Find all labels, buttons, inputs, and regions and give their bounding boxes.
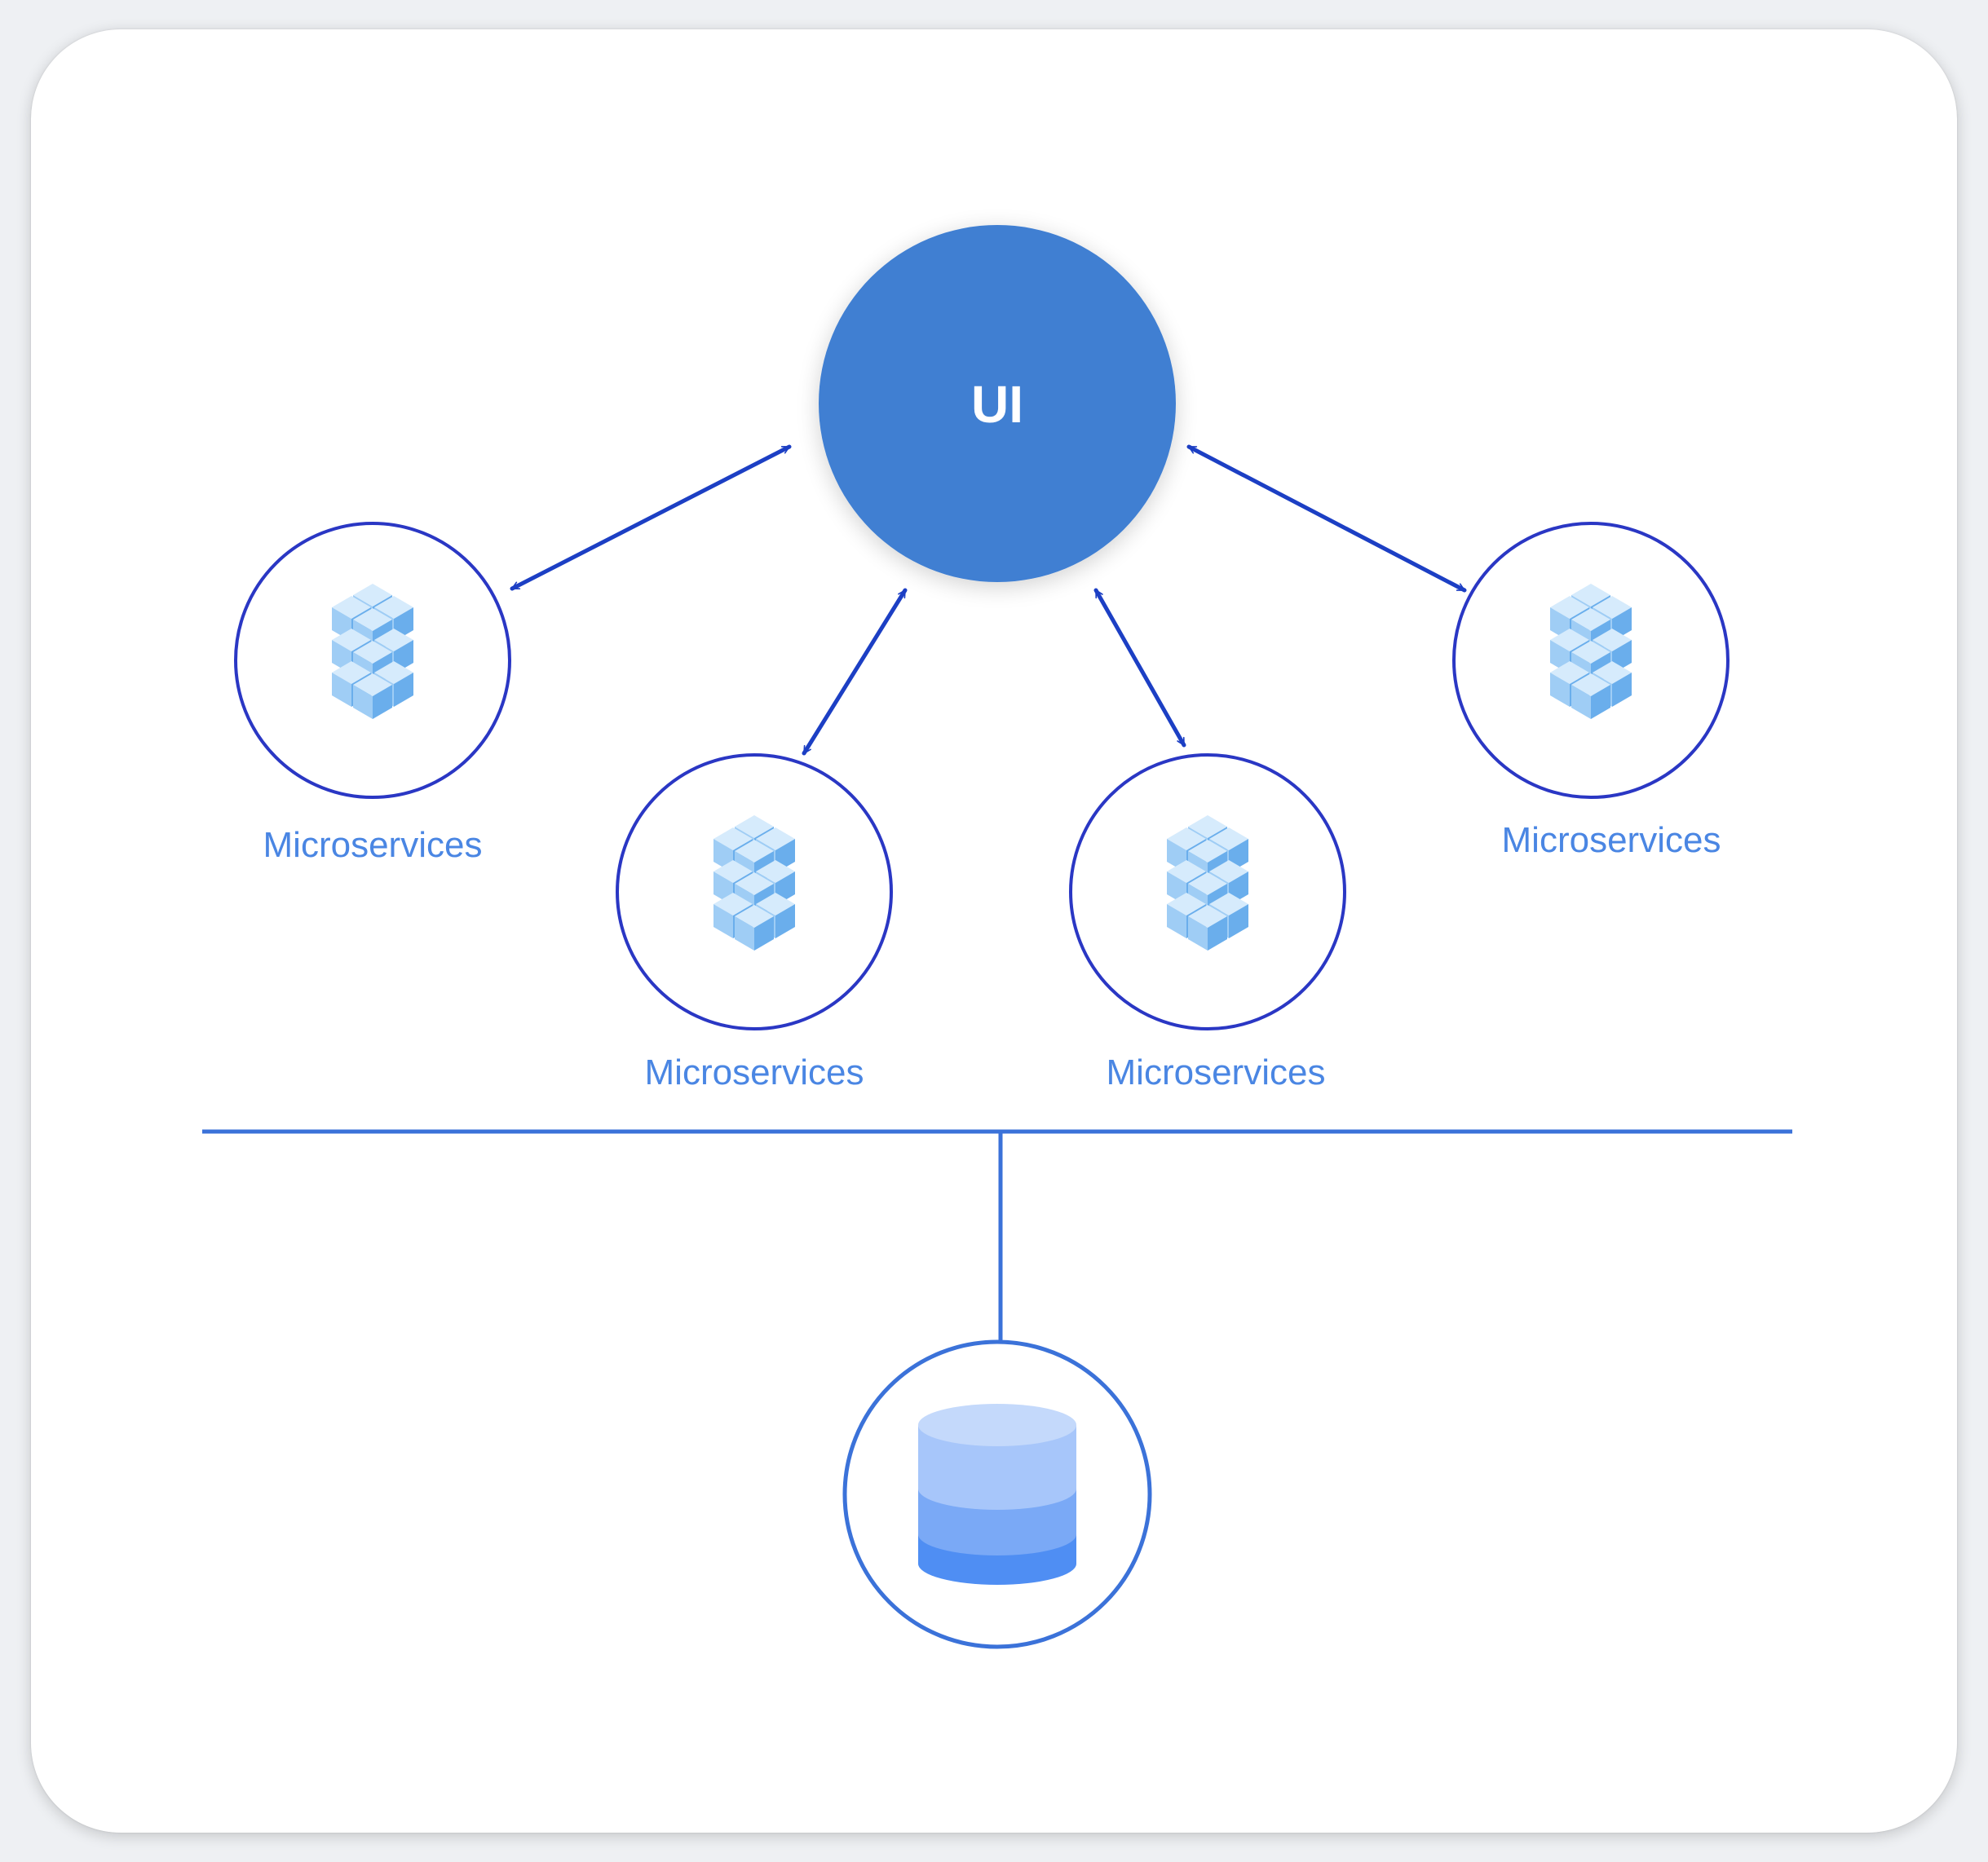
arrow-ui-service-1 [510,444,792,591]
service-node-3: Microservices [1069,753,1346,1092]
service-node-1: Microservices [234,522,511,865]
arrow-ui-service-2 [802,588,908,756]
cube-stack-icon [1167,815,1248,951]
service-node-2: Microservices [616,753,893,1092]
cube-stack-icon [1550,584,1632,719]
database-node [842,1339,1152,1649]
service-label-3: Microservices [1107,1052,1326,1092]
connector-arrows [510,444,1467,756]
arrow-ui-service-3 [1093,588,1186,748]
database-icon [918,1404,1076,1585]
arrow-ui-service-4 [1186,444,1467,593]
service-label-2: Microservices [645,1052,864,1092]
service-node-4: Microservices [1452,522,1730,860]
ui-node: UI [819,225,1176,582]
ui-node-label: UI [971,375,1023,434]
cube-stack-icon [332,584,413,719]
cube-stack-icon [713,815,795,951]
service-label-4: Microservices [1502,820,1721,860]
service-label-1: Microservices [263,825,483,865]
